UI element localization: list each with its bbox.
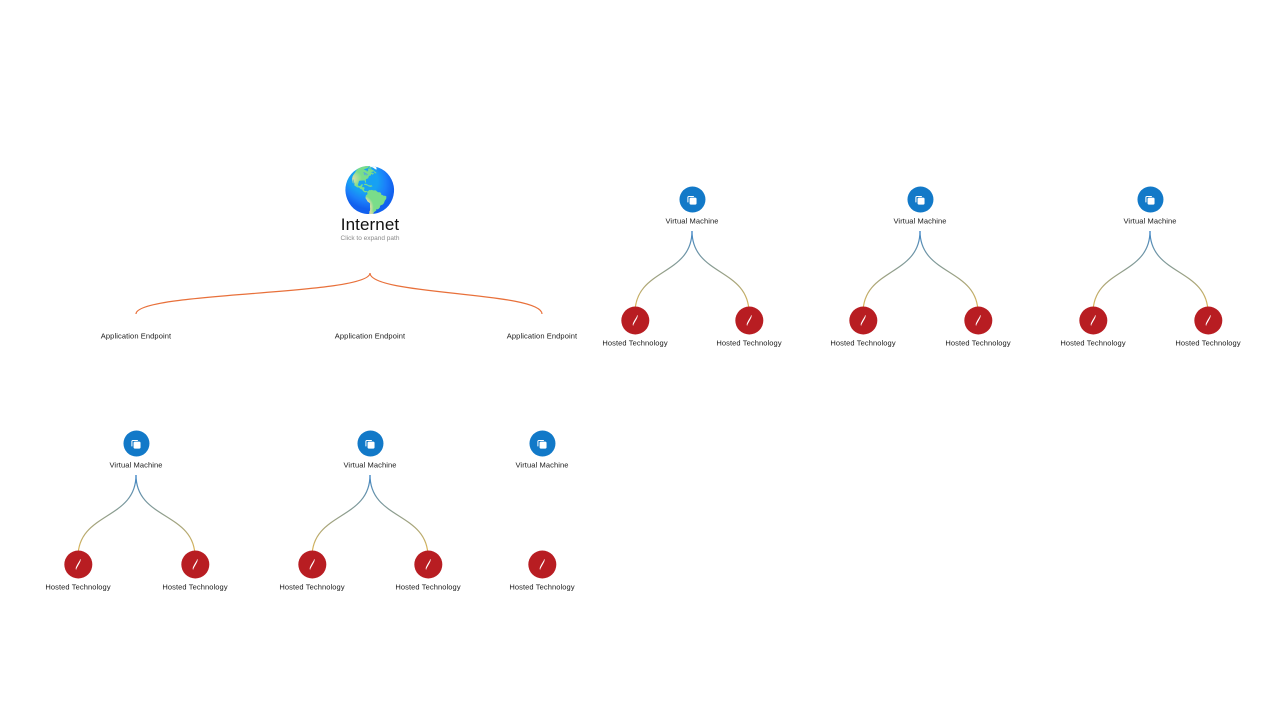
node-vm-2[interactable]: Virtual Machine — [343, 430, 397, 470]
edge-vm-6-to-ht-10 — [1092, 230, 1151, 314]
layers-icon[interactable] — [357, 430, 383, 457]
layers-icon[interactable] — [907, 186, 933, 213]
node-ae-3[interactable]: Application Endpoint — [507, 314, 577, 341]
java-bean-icon[interactable] — [734, 306, 763, 335]
java-bean-icon[interactable] — [1078, 306, 1107, 335]
node-ht-3[interactable]: Hosted Technology — [279, 550, 345, 592]
node-label: Virtual Machine — [665, 216, 719, 226]
node-label: Hosted Technology — [45, 582, 111, 592]
node-ht-7[interactable]: Hosted Technology — [716, 306, 782, 348]
layers-icon[interactable] — [1137, 186, 1163, 213]
node-label: Virtual Machine — [343, 460, 397, 470]
node-vm-4[interactable]: Virtual Machine — [665, 186, 719, 226]
node-vm-1[interactable]: Virtual Machine — [109, 430, 163, 470]
node-label: Hosted Technology — [279, 582, 345, 592]
java-bean-icon[interactable] — [527, 550, 556, 579]
edge-vm-2-to-ht-3 — [311, 474, 371, 558]
node-label: Virtual Machine — [893, 216, 947, 226]
globe-emoji-icon[interactable]: 🌎 — [342, 166, 398, 215]
node-label: Hosted Technology — [602, 338, 668, 348]
node-label: Hosted Technology — [945, 338, 1011, 348]
node-label: Hosted Technology — [1175, 338, 1241, 348]
node-label: Hosted Technology — [830, 338, 896, 348]
node-label: Virtual Machine — [1123, 216, 1177, 226]
edge-internet-to-ae-1 — [135, 272, 371, 315]
node-ht-10[interactable]: Hosted Technology — [1060, 306, 1126, 348]
node-ht-5[interactable]: Hosted Technology — [509, 550, 575, 592]
node-ae-1[interactable]: Application Endpoint — [101, 314, 171, 341]
edge-vm-4-to-ht-6 — [634, 230, 693, 314]
node-ht-1[interactable]: Hosted Technology — [45, 550, 111, 592]
node-label: Internet — [340, 215, 400, 234]
node-label: Hosted Technology — [1060, 338, 1126, 348]
node-vm-3[interactable]: Virtual Machine — [515, 430, 569, 470]
node-ht-6[interactable]: Hosted Technology — [602, 306, 668, 348]
node-ae-2[interactable]: Application Endpoint — [335, 314, 405, 341]
node-label: Application Endpoint — [334, 331, 406, 341]
node-label: Virtual Machine — [109, 460, 163, 470]
node-ht-4[interactable]: Hosted Technology — [395, 550, 461, 592]
node-vm-6[interactable]: Virtual Machine — [1123, 186, 1177, 226]
layers-icon[interactable] — [529, 430, 555, 457]
java-bean-icon[interactable] — [848, 306, 877, 335]
node-sublabel: Click to expand path — [340, 235, 400, 242]
edge-internet-to-ae-3 — [369, 272, 543, 315]
node-label: Application Endpoint — [506, 331, 578, 341]
globe-grid-icon[interactable] — [363, 314, 377, 328]
node-label: Application Endpoint — [100, 331, 172, 341]
edge-vm-5-to-ht-9 — [919, 230, 979, 314]
java-bean-icon[interactable] — [1193, 306, 1222, 335]
node-ht-9[interactable]: Hosted Technology — [945, 306, 1011, 348]
globe-grid-icon[interactable] — [535, 314, 549, 328]
node-label: Hosted Technology — [395, 582, 461, 592]
globe-grid-icon[interactable] — [129, 314, 143, 328]
java-bean-icon[interactable] — [620, 306, 649, 335]
layers-icon[interactable] — [679, 186, 705, 213]
node-label: Hosted Technology — [716, 338, 782, 348]
java-bean-icon[interactable] — [297, 550, 326, 579]
java-bean-icon[interactable] — [963, 306, 992, 335]
edge-vm-6-to-ht-11 — [1149, 230, 1209, 314]
node-ht-8[interactable]: Hosted Technology — [830, 306, 896, 348]
java-bean-icon[interactable] — [63, 550, 92, 579]
node-label: Hosted Technology — [162, 582, 228, 592]
layers-icon[interactable] — [123, 430, 149, 457]
edge-vm-1-to-ht-1 — [77, 474, 137, 558]
node-label: Virtual Machine — [515, 460, 569, 470]
java-bean-icon[interactable] — [413, 550, 442, 579]
edge-vm-4-to-ht-7 — [691, 230, 750, 314]
edge-vm-5-to-ht-8 — [862, 230, 921, 314]
edge-vm-1-to-ht-2 — [135, 474, 196, 558]
edge-vm-2-to-ht-4 — [369, 474, 429, 558]
java-bean-icon[interactable] — [180, 550, 209, 579]
node-ht-2[interactable]: Hosted Technology — [162, 550, 228, 592]
node-label: Hosted Technology — [509, 582, 575, 592]
node-vm-5[interactable]: Virtual Machine — [893, 186, 947, 226]
node-ht-11[interactable]: Hosted Technology — [1175, 306, 1241, 348]
edges-group — [77, 230, 1209, 558]
